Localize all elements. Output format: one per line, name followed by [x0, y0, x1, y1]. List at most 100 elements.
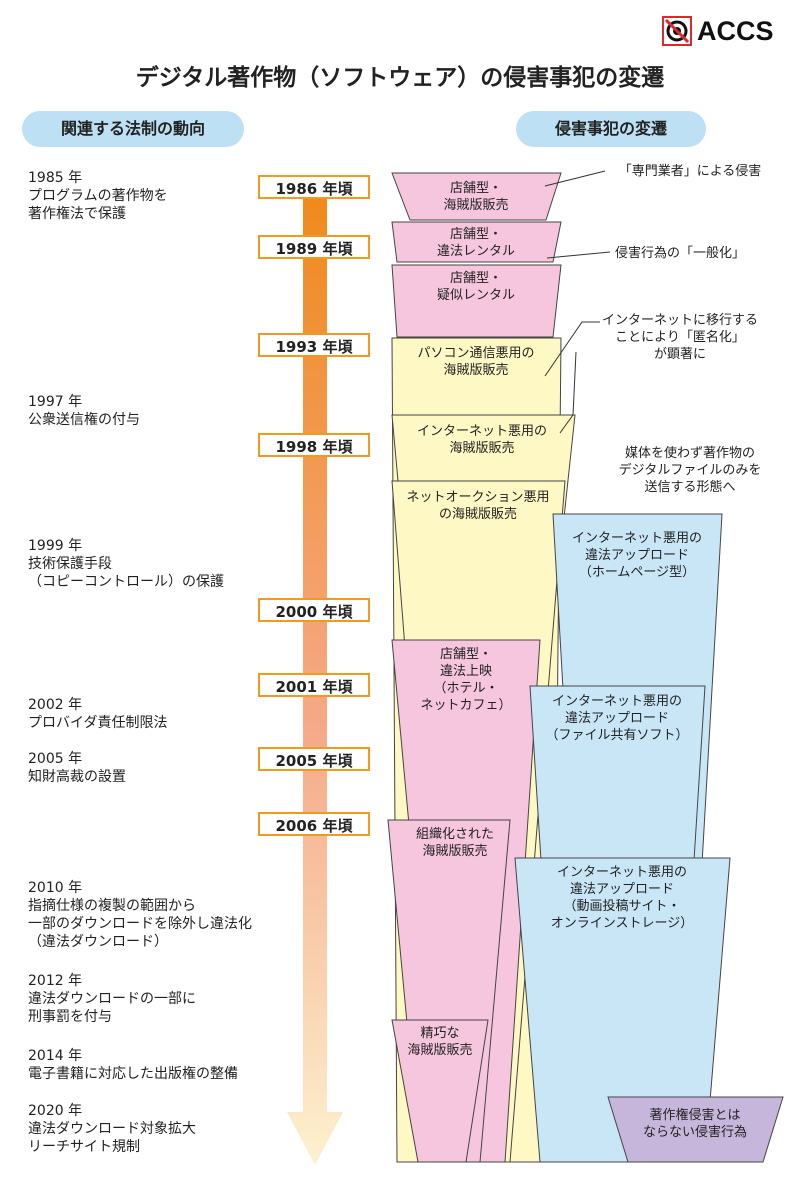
infringement-label-line: （動画投稿サイト・	[563, 899, 681, 914]
infringement-label-line: 店舗型・	[439, 647, 492, 662]
infringement-label-line: 海賊版販売	[449, 441, 515, 456]
timeline-year-label: 2006 年頃	[258, 812, 370, 836]
law-description: 知財高裁の設置	[28, 769, 126, 785]
law-description: 違法ダウンロード対象拡大	[28, 1121, 196, 1137]
infringement-label: パソコン通信悪用の海賊版販売	[376, 345, 576, 379]
law-year: 2002 年	[28, 697, 83, 713]
law-year: 2014 年	[28, 1048, 83, 1064]
law-description: 刑事罰を付与	[28, 1009, 112, 1025]
infringement-label-line: 海賊版販売	[407, 1043, 473, 1058]
infringement-label-line: インターネット悪用の	[416, 424, 547, 439]
law-description: 著作権法で保護	[28, 206, 126, 222]
infringement-shape	[391, 264, 562, 338]
infringement-label-line: ならない侵害行為	[642, 1125, 747, 1140]
infringement-label-line: 店舗型・	[449, 227, 502, 242]
law-entry: 1985 年プログラムの著作物を著作権法で保護	[28, 169, 168, 223]
infringement-label: インターネット悪用の違法アップロード（動画投稿サイト・オンラインストレージ）	[522, 864, 722, 932]
law-year: 1999 年	[28, 538, 83, 554]
infringement-label-line: インターネット悪用の	[551, 694, 682, 709]
law-entry: 2010 年指摘仕様の複製の範囲から一部のダウンロードを除外し違法化 （違法ダウン…	[28, 879, 252, 951]
annotation-note-line: 「専門業者」による侵害	[618, 164, 762, 179]
infringement-shape	[607, 1096, 784, 1163]
law-description: プログラムの著作物を	[28, 188, 168, 204]
leader-line	[544, 170, 606, 187]
annotation-note-line: デジタルファイルのみを	[618, 463, 762, 478]
infringement-shape	[391, 172, 562, 221]
law-description: プロバイダ責任制限法	[28, 715, 168, 731]
law-entry: 2012 年違法ダウンロードの一部に刑事罰を付与	[28, 972, 196, 1026]
infringement-label-line: 違法レンタル	[436, 244, 515, 259]
annotation-note-line: ことにより「匿名化」	[615, 330, 745, 345]
infringement-label-line: 海賊版販売	[443, 363, 509, 378]
law-entry: 2005 年知財高裁の設置	[28, 750, 126, 786]
law-year: 2012 年	[28, 973, 83, 989]
annotation-note: インターネットに移行することにより「匿名化」が顕著に	[570, 312, 790, 363]
logo-text: ACCS	[697, 15, 774, 46]
accs-logo: ACCS	[662, 14, 786, 48]
infringement-shape	[391, 1019, 489, 1163]
timeline-year-label: 1989 年頃	[258, 235, 370, 259]
page-title: デジタル著作物（ソフトウェア）の侵害事犯の変遷	[135, 65, 665, 91]
timeline-year-label: 2005 年頃	[258, 747, 370, 771]
law-year: 1985 年	[28, 170, 83, 186]
law-entry: 2020 年違法ダウンロード対象拡大リーチサイト規制	[28, 1102, 196, 1156]
accs-logo-icon	[662, 16, 692, 46]
infringement-label-line: （ホテル・	[433, 681, 499, 696]
infringement-label-line: 違法アップロード	[564, 711, 669, 726]
infringement-label-line: 違法アップロード	[584, 548, 689, 563]
infringement-label: 著作権侵害とはならない侵害行為	[595, 1107, 795, 1141]
law-description: 違法ダウンロードの一部に	[28, 991, 196, 1007]
infringement-label-line: 海賊版販売	[422, 844, 488, 859]
law-entry: 1997 年公衆送信権の付与	[28, 393, 140, 429]
infringement-shape	[391, 221, 562, 263]
timeline-year-label: 2001 年頃	[258, 673, 370, 697]
timeline-year-label: 2000 年頃	[258, 598, 370, 622]
infringement-label-line: （ファイル共有ソフト）	[545, 728, 689, 743]
infringement-history-heading: 侵害事犯の変遷	[516, 111, 706, 147]
law-year: 2020 年	[28, 1103, 83, 1119]
infringement-label-line: 海賊版販売	[443, 198, 509, 213]
law-entry: 2002 年プロバイダ責任制限法	[28, 696, 167, 732]
infringement-label: 店舗型・海賊版販売	[376, 180, 576, 214]
annotation-note-line: インターネットに移行する	[601, 313, 758, 328]
infringement-label: 精巧な海賊版販売	[340, 1025, 540, 1059]
timeline-year-label: 1998 年頃	[258, 433, 370, 457]
annotation-note: 侵害行為の「一般化」	[570, 245, 790, 262]
law-entry: 2014 年電子書籍に対応した出版権の整備	[28, 1047, 238, 1083]
infringement-label-line: インターネット悪用の	[571, 531, 702, 546]
infringement-label: インターネット悪用の違法アップロード （ファイル共有ソフト）	[517, 693, 717, 744]
infringement-label-line: パソコン通信悪用の	[417, 346, 535, 361]
leader-line	[544, 321, 600, 377]
infringement-label: 店舗型・疑似レンタル	[376, 270, 576, 304]
infringement-label-line: オンラインストレージ）	[550, 916, 694, 931]
annotation-note-line: が顕著に	[653, 347, 706, 362]
law-description: 指摘仕様の複製の範囲から	[28, 898, 196, 914]
law-description: （違法ダウンロード）	[28, 934, 168, 950]
law-description: 技術保護手段	[28, 556, 112, 572]
law-description: 一部のダウンロードを除外し違法化	[28, 916, 252, 932]
timeline-year-label: 1986 年頃	[258, 175, 370, 199]
infringement-label: 店舗型・違法上映（ホテル・ネットカフェ）	[366, 646, 566, 714]
law-description: リーチサイト規制	[28, 1139, 140, 1155]
infringement-label-line: 店舗型・	[449, 271, 502, 286]
annotation-note: 媒体を使わず著作物のデジタルファイルのみを送信する形態へ	[580, 445, 800, 496]
infringement-label-line: 疑似レンタル	[436, 288, 515, 303]
infringement-label-line: （ホームページ型）	[578, 565, 696, 580]
infringement-label: 組織化された海賊版販売	[355, 826, 555, 860]
infringement-label-line: 著作権侵害とは	[649, 1108, 741, 1123]
legal-trends-heading: 関連する法制の動向	[22, 111, 244, 147]
infringement-label: ネットオークション悪用の海賊版販売	[378, 489, 578, 523]
infringement-label-line: ネットオークション悪用	[406, 490, 550, 505]
infringement-label-line: 組織化された	[415, 827, 494, 842]
law-year: 1997 年	[28, 394, 83, 410]
annotation-note: 「専門業者」による侵害	[580, 163, 800, 180]
infringement-label-line: の海賊版販売	[438, 507, 517, 522]
law-year: 2010 年	[28, 880, 83, 896]
law-entry: 1999 年技術保護手段（コピーコントロール）の保護	[28, 537, 224, 591]
annotation-note-line: 侵害行為の「一般化」	[614, 246, 745, 261]
infringement-label: 店舗型・違法レンタル	[376, 226, 576, 260]
infringement-label: インターネット悪用の海賊版販売	[382, 423, 582, 457]
infringement-label-line: インターネット悪用の	[556, 865, 687, 880]
annotation-note-line: 送信する形態へ	[644, 480, 736, 495]
